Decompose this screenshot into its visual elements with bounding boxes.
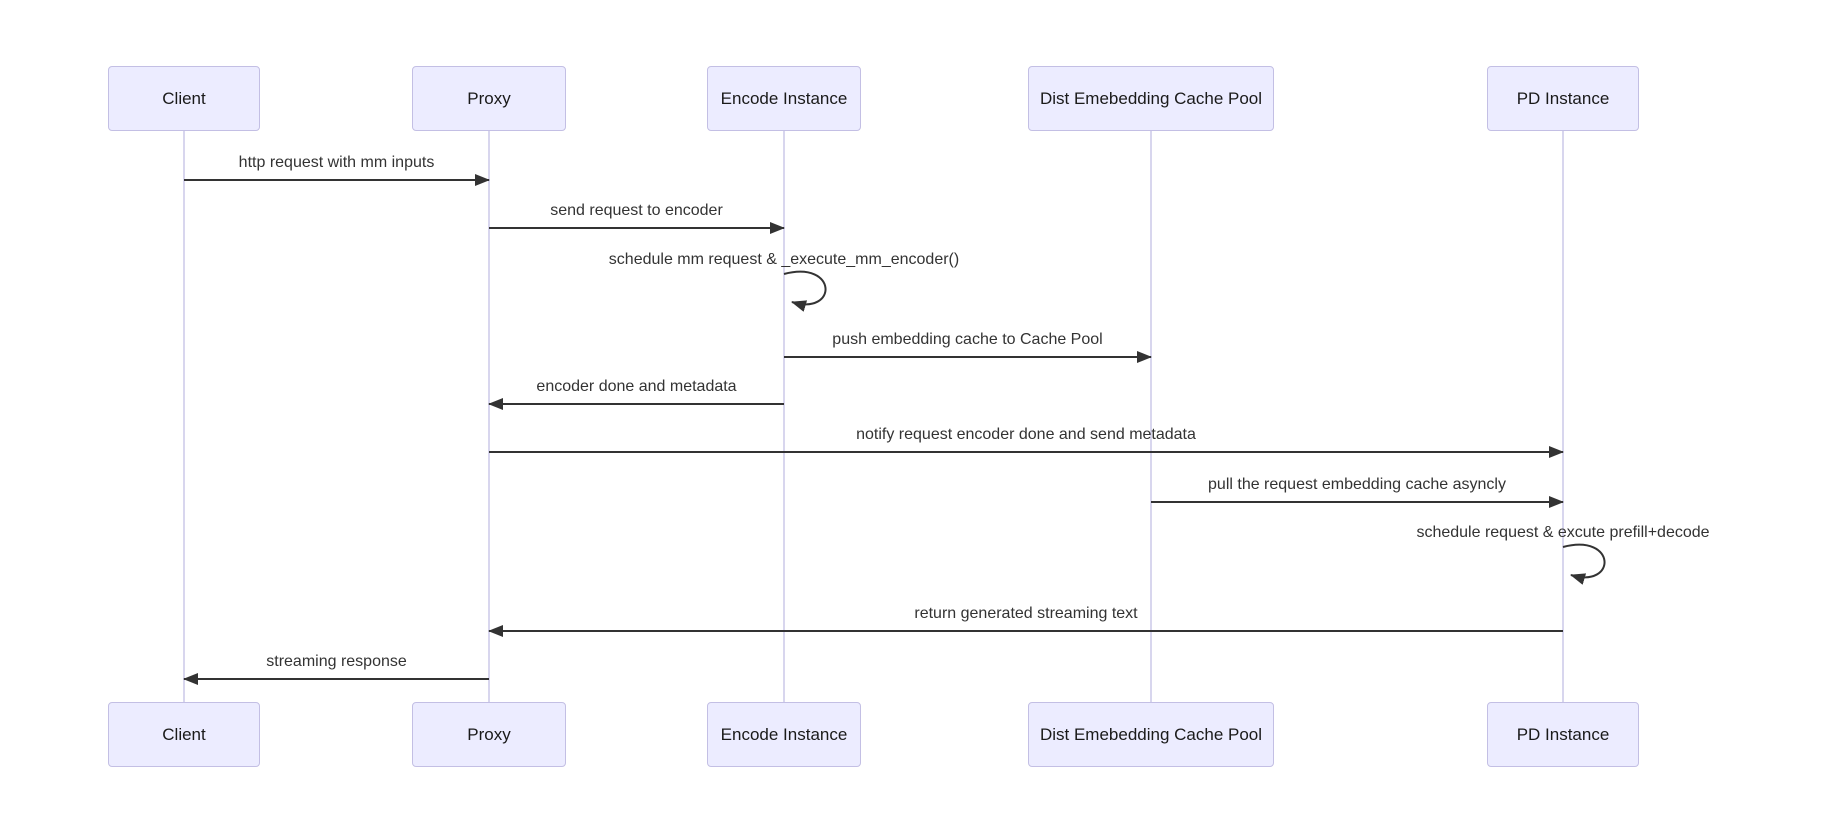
- actor-bottom-box-cache: Dist Emebedding Cache Pool: [1028, 702, 1274, 767]
- actor-label: PD Instance: [1516, 88, 1610, 108]
- actor-label: Encode Instance: [720, 88, 848, 108]
- actor-label: Dist Emebedding Cache Pool: [1039, 724, 1263, 744]
- actor-top-box-pd: PD Instance: [1487, 66, 1639, 131]
- actor-bottom-box-client: Client: [108, 702, 260, 767]
- self-loop-arrow-2: [783, 270, 827, 312]
- message-label-2: schedule mm request & _execute_mm_encode…: [608, 251, 960, 268]
- actor-bottom-box-proxy: Proxy: [412, 702, 566, 767]
- message-label-3: push embedding cache to Cache Pool: [832, 331, 1103, 348]
- actor-bottom-box-encode: Encode Instance: [707, 702, 861, 767]
- actor-label: Proxy: [467, 724, 511, 744]
- actor-top-box-cache: Dist Emebedding Cache Pool: [1028, 66, 1274, 131]
- message-label-0: http request with mm inputs: [238, 154, 435, 171]
- actor-label: Proxy: [467, 88, 511, 108]
- message-label-6: pull the request embedding cache asyncly: [1208, 476, 1506, 493]
- message-label-4: encoder done and metadata: [536, 378, 737, 395]
- message-label-1: send request to encoder: [550, 202, 723, 219]
- message-label-8: return generated streaming text: [914, 605, 1138, 622]
- actor-label: PD Instance: [1516, 724, 1610, 744]
- actor-label: Client: [162, 724, 206, 744]
- actor-top-box-proxy: Proxy: [412, 66, 566, 131]
- message-label-7: schedule request & excute prefill+decode: [1416, 524, 1710, 541]
- message-label-9: streaming response: [266, 653, 407, 670]
- actor-top-box-client: Client: [108, 66, 260, 131]
- message-label-5: notify request encoder done and send met…: [856, 426, 1196, 443]
- actor-label: Encode Instance: [720, 724, 848, 744]
- actor-label: Dist Emebedding Cache Pool: [1039, 88, 1263, 108]
- actor-bottom-box-pd: PD Instance: [1487, 702, 1639, 767]
- actor-label: Client: [162, 88, 206, 108]
- self-loop-arrow-7: [1562, 543, 1606, 585]
- actor-top-box-encode: Encode Instance: [707, 66, 861, 131]
